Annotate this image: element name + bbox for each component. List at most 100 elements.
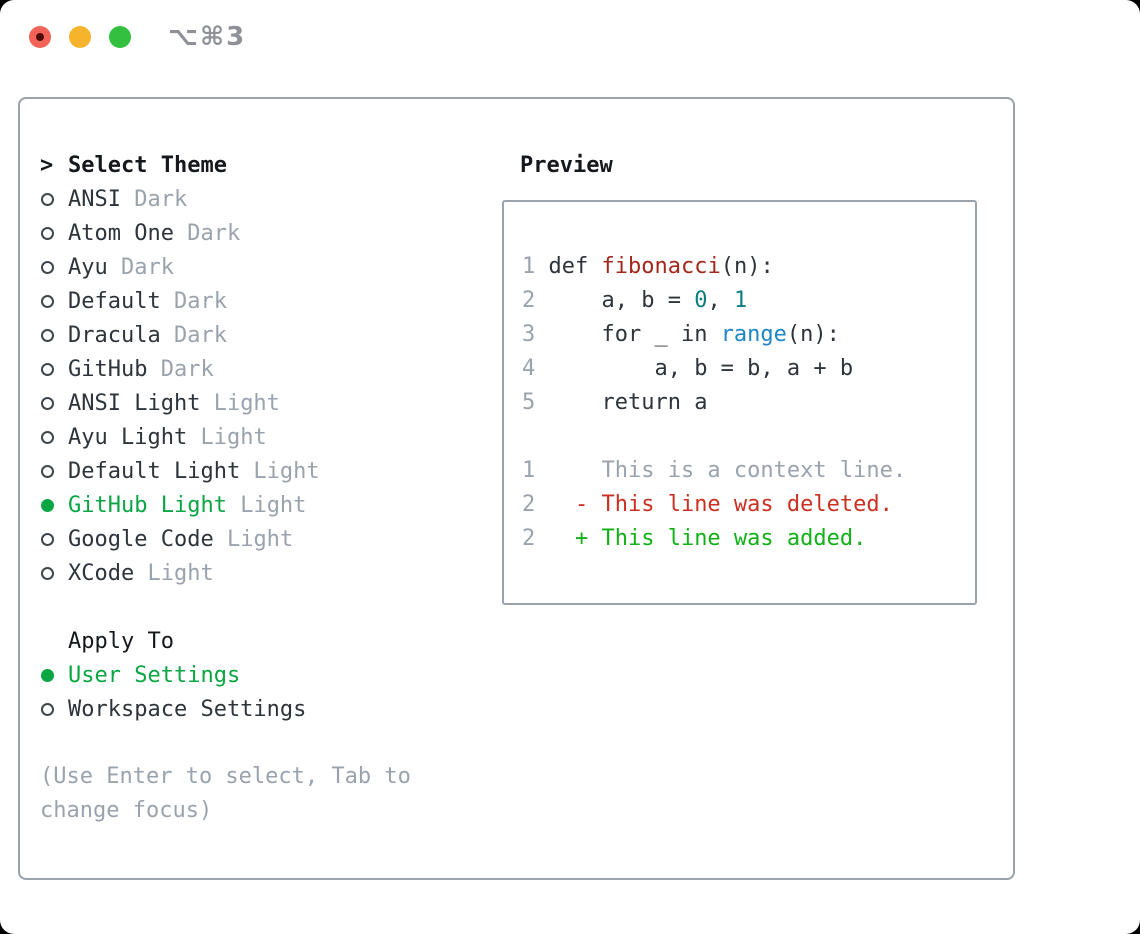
apply-to-header: Apply To: [40, 624, 480, 658]
radio-icon: [41, 430, 54, 444]
variant-tag: Light: [200, 390, 280, 416]
radio-icon: [41, 328, 54, 342]
line-number: 2: [522, 492, 536, 517]
focus-caret-icon: >: [40, 152, 54, 178]
option-label: Default: [68, 288, 161, 314]
variant-tag: Light: [213, 526, 294, 552]
apply-option-workspace-settings[interactable]: Workspace Settings: [40, 692, 480, 726]
line-number: 2: [522, 288, 536, 313]
code-segment-code: a, b =: [535, 288, 695, 313]
keyboard-shortcut-label: ⌥⌘3: [168, 22, 247, 52]
option-label: GitHub Light: [68, 492, 227, 518]
variant-tag: Dark: [147, 356, 214, 382]
apply-option-user-settings[interactable]: User Settings: [40, 658, 480, 692]
theme-option-ayu-dark[interactable]: Ayu Dark: [40, 250, 480, 284]
radio-icon: [41, 396, 54, 410]
code-segment-code: def: [535, 254, 602, 279]
diff-line: 1 This is a context line.: [522, 454, 975, 488]
code-segment-code: (n):: [786, 322, 840, 347]
apply-to-title: Apply To: [68, 628, 174, 654]
theme-option-atom-one-dark[interactable]: Atom One Dark: [40, 216, 480, 250]
theme-option-dracula-dark[interactable]: Dracula Dark: [40, 318, 480, 352]
theme-option-default-light-light[interactable]: Default Light Light: [40, 454, 480, 488]
code-segment-code: return a: [535, 390, 708, 415]
code-segment-code: ,: [707, 288, 734, 313]
unsaved-dot-icon: [36, 33, 44, 41]
code-segment-muted: This is a context line.: [535, 458, 907, 483]
option-label: Google Code: [68, 526, 214, 552]
variant-tag: Light: [134, 560, 214, 586]
theme-option-github-dark[interactable]: GitHub Dark: [40, 352, 480, 386]
theme-option-google-code-light[interactable]: Google Code Light: [40, 522, 480, 556]
variant-tag: Dark: [120, 186, 188, 212]
option-label: XCode: [68, 560, 135, 586]
diff-line: 2 + This line was added.: [522, 522, 975, 556]
line-number: 1: [522, 254, 536, 279]
code-segment-code: for _ in: [535, 322, 721, 347]
variant-tag: Light: [240, 458, 320, 484]
code-segment-builtin: range: [720, 322, 787, 347]
diff-preview-block: 1 This is a context line.2 - This line w…: [522, 454, 975, 556]
radio-icon: [41, 260, 54, 274]
code-line: 1 def fibonacci(n):: [522, 250, 975, 284]
code-line: 4 a, b = b, a + b: [522, 352, 975, 386]
variant-tag: Light: [187, 424, 267, 450]
code-line: 3 for _ in range(n):: [522, 318, 975, 352]
preview-title: Preview: [520, 152, 613, 178]
help-text: (Use Enter to select, Tab to change focu…: [40, 764, 411, 823]
titlebar: ⌥⌘3: [0, 0, 1140, 97]
option-label: Workspace Settings: [68, 696, 307, 722]
radio-selected-icon: [41, 668, 54, 682]
code-segment-number: 0: [694, 288, 708, 313]
radio-icon: [41, 192, 54, 206]
code-segment-code: (n):: [720, 254, 774, 279]
theme-option-ansi-dark[interactable]: ANSI Dark: [40, 182, 480, 216]
theme-option-xcode-light[interactable]: XCode Light: [40, 556, 480, 590]
theme-option-ayu-light-light[interactable]: Ayu Light Light: [40, 420, 480, 454]
code-line: 2 a, b = 0, 1: [522, 284, 975, 318]
code-segment-code: a, b = b, a + b: [535, 356, 854, 381]
radio-icon: [41, 362, 54, 376]
select-theme-title: Select Theme: [68, 152, 227, 178]
radio-icon: [41, 226, 54, 240]
option-label: Ayu: [68, 254, 108, 280]
line-number: 5: [522, 390, 536, 415]
code-segment-removed: - This line was deleted.: [535, 492, 893, 517]
variant-tag: Dark: [173, 220, 241, 246]
option-label: Dracula: [68, 322, 161, 348]
radio-selected-icon: [41, 498, 54, 512]
variant-tag: Dark: [107, 254, 174, 280]
variant-tag: Dark: [160, 288, 227, 314]
theme-option-github-light-light[interactable]: GitHub Light Light: [40, 488, 480, 522]
radio-icon: [41, 532, 54, 546]
theme-option-default-dark[interactable]: Default Dark: [40, 284, 480, 318]
radio-icon: [41, 702, 54, 716]
zoom-button[interactable]: [109, 26, 131, 48]
select-theme-header: > Select Theme: [40, 148, 480, 182]
option-label: ANSI: [68, 186, 121, 212]
code-segment-number: 1: [733, 288, 748, 313]
code-line: 5 return a: [522, 386, 975, 420]
line-number: 4: [522, 356, 536, 381]
variant-tag: Dark: [160, 322, 227, 348]
preview-header: Preview: [520, 148, 982, 182]
variant-tag: Light: [226, 492, 307, 518]
code-segment-func: fibonacci: [601, 254, 721, 279]
line-number: 2: [522, 526, 536, 551]
minimize-button[interactable]: [69, 26, 91, 48]
option-label: Atom One: [68, 220, 174, 246]
close-button[interactable]: [29, 26, 51, 48]
option-label: Default Light: [68, 458, 241, 484]
option-label: Ayu Light: [68, 424, 188, 450]
diff-line: 2 - This line was deleted.: [522, 488, 975, 522]
radio-icon: [41, 294, 54, 308]
theme-option-ansi-light-light[interactable]: ANSI Light Light: [40, 386, 480, 420]
line-number: 3: [522, 322, 536, 347]
